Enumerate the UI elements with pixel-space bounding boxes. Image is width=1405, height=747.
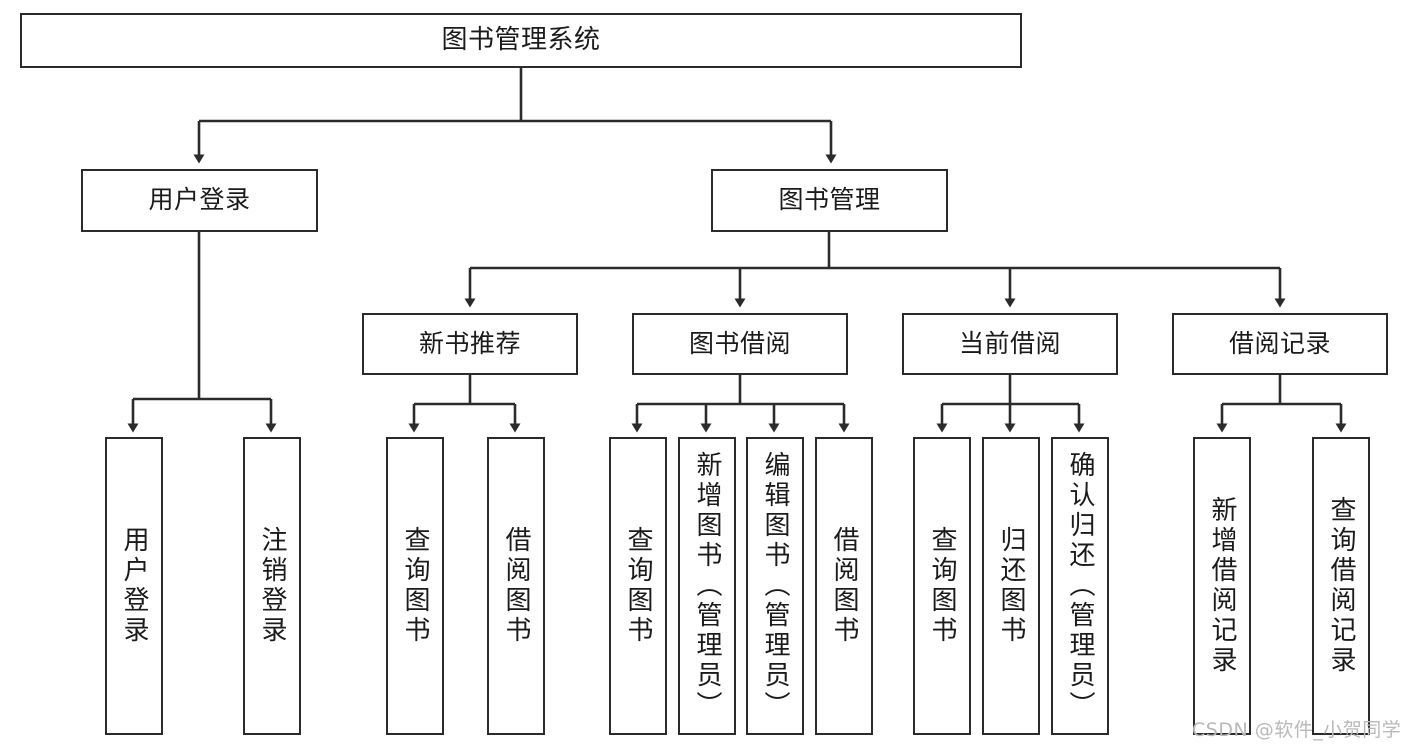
leaf-user-login-logout[interactable]: 注销登录 (243, 437, 301, 735)
leaf-borrow-query-book[interactable]: 查询图书 (609, 437, 667, 735)
node-book-management[interactable]: 图书管理 (711, 169, 948, 232)
node-root-book-management-system[interactable]: 图书管理系统 (20, 13, 1022, 68)
csdn-watermark: CSDN @软件_小贺同学 (1192, 719, 1402, 741)
leaf-borrow-borrow-book[interactable]: 借阅图书 (815, 437, 873, 735)
node-label: 新书推荐 (418, 328, 521, 358)
leaf-borrow-add-book-admin[interactable]: 新增图书（管理员） (678, 437, 736, 735)
node-book-borrow[interactable]: 图书借阅 (632, 313, 848, 375)
node-label: 查询图书 (623, 526, 653, 646)
node-label: 新增图书（管理员） (692, 451, 722, 721)
node-label: 查询图书 (927, 526, 957, 646)
node-label: 借阅图书 (501, 526, 531, 646)
node-label: 用户登录 (148, 185, 251, 215)
leaf-user-login-login[interactable]: 用户登录 (105, 437, 163, 735)
node-label: 图书管理系统 (441, 24, 601, 55)
leaf-borrow-edit-book-admin[interactable]: 编辑图书（管理员） (746, 437, 804, 735)
node-label: 借阅图书 (829, 526, 859, 646)
leaf-current-return-book[interactable]: 归还图书 (982, 437, 1040, 735)
leaf-record-add-borrow-record[interactable]: 新增借阅记录 (1193, 437, 1251, 735)
node-label: 图书借阅 (688, 328, 791, 358)
leaf-record-query-borrow-record[interactable]: 查询借阅记录 (1312, 437, 1370, 735)
node-label: 新增借阅记录 (1207, 496, 1237, 676)
node-label: 归还图书 (996, 526, 1026, 646)
leaf-recommend-query-book[interactable]: 查询图书 (386, 437, 444, 735)
node-label: 编辑图书（管理员） (760, 451, 790, 721)
node-label: 当前借阅 (958, 328, 1061, 358)
node-borrow-record[interactable]: 借阅记录 (1172, 313, 1388, 375)
node-label: 图书管理 (778, 185, 881, 215)
node-label: 查询图书 (400, 526, 430, 646)
leaf-current-query-book[interactable]: 查询图书 (913, 437, 971, 735)
node-label: 借阅记录 (1228, 328, 1331, 358)
node-current-borrow[interactable]: 当前借阅 (902, 313, 1118, 375)
node-new-book-recommend[interactable]: 新书推荐 (362, 313, 578, 375)
node-label: 查询借阅记录 (1326, 496, 1356, 676)
node-label: 用户登录 (119, 526, 149, 646)
leaf-recommend-borrow-book[interactable]: 借阅图书 (487, 437, 545, 735)
node-label: 确认归还（管理员） (1065, 451, 1095, 721)
node-user-login[interactable]: 用户登录 (81, 169, 318, 232)
node-label: 注销登录 (257, 526, 287, 646)
leaf-current-confirm-return-admin[interactable]: 确认归还（管理员） (1051, 437, 1109, 735)
